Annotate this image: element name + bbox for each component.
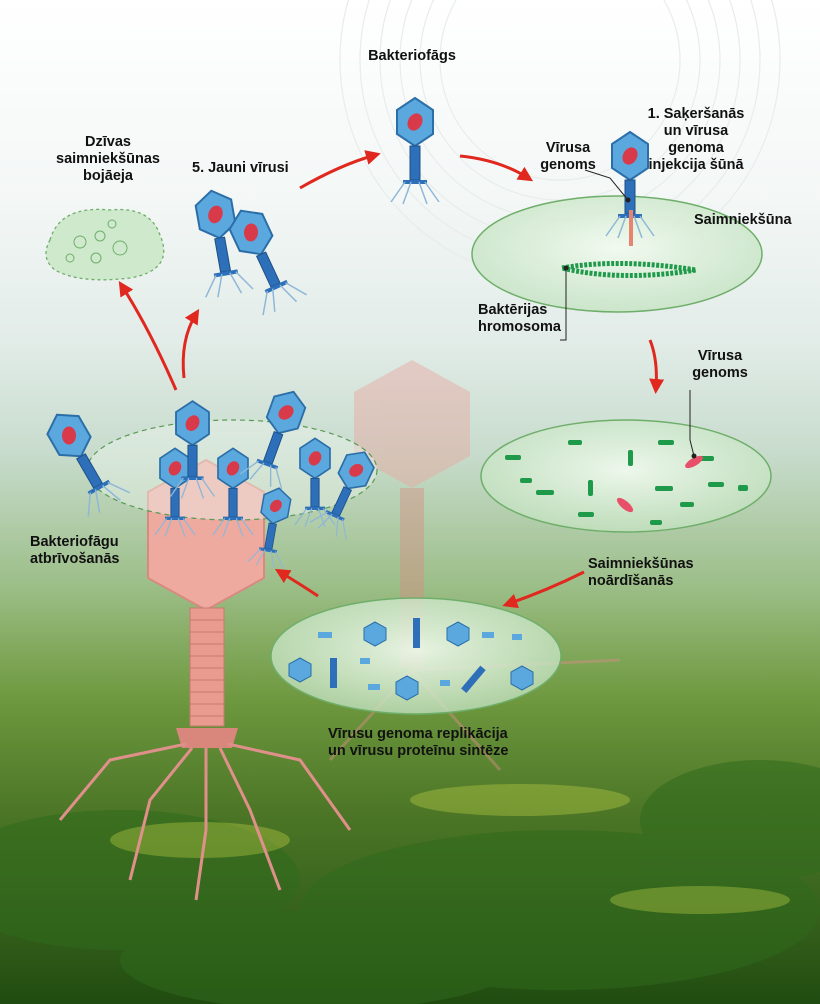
label-bacteriophage: Bakteriofāgs <box>368 48 456 64</box>
label-new-viruses: 5. Jauni vīrusi <box>192 160 289 176</box>
host-cell-3 <box>270 597 562 715</box>
top-phage <box>389 96 441 206</box>
leader-lines <box>560 169 695 457</box>
label-viral-genome-mid: Vīrusa genoms <box>692 348 748 381</box>
host-cell-2 <box>480 419 772 533</box>
label-host-degradation: Saimniekšūnas noārdīšanās <box>588 556 694 589</box>
label-host-cell: Saimniekšūna <box>694 212 792 228</box>
label-step1: 1. Saķeršanās un vīrusa genoma injekcija… <box>647 106 745 173</box>
host-cell-1 <box>471 195 763 313</box>
label-bacterial-chromosome: Baktērijas hromosoma <box>478 302 561 335</box>
label-release: Bakteriofāgu atbrīvošanās <box>30 534 120 567</box>
assembling-viruses <box>288 618 534 701</box>
label-replication: Vīrusu genoma replikācija un vīrusu prot… <box>328 726 509 759</box>
fragmented-dna <box>505 440 748 525</box>
label-viral-genome-top: Vīrusa genoms <box>540 140 596 173</box>
bacterial-chromosome <box>561 260 697 278</box>
dead-cell <box>45 208 165 281</box>
process-arrows <box>118 150 665 609</box>
label-cell-death: Dzīvas saimniekšūnas bojāeja <box>56 134 160 184</box>
